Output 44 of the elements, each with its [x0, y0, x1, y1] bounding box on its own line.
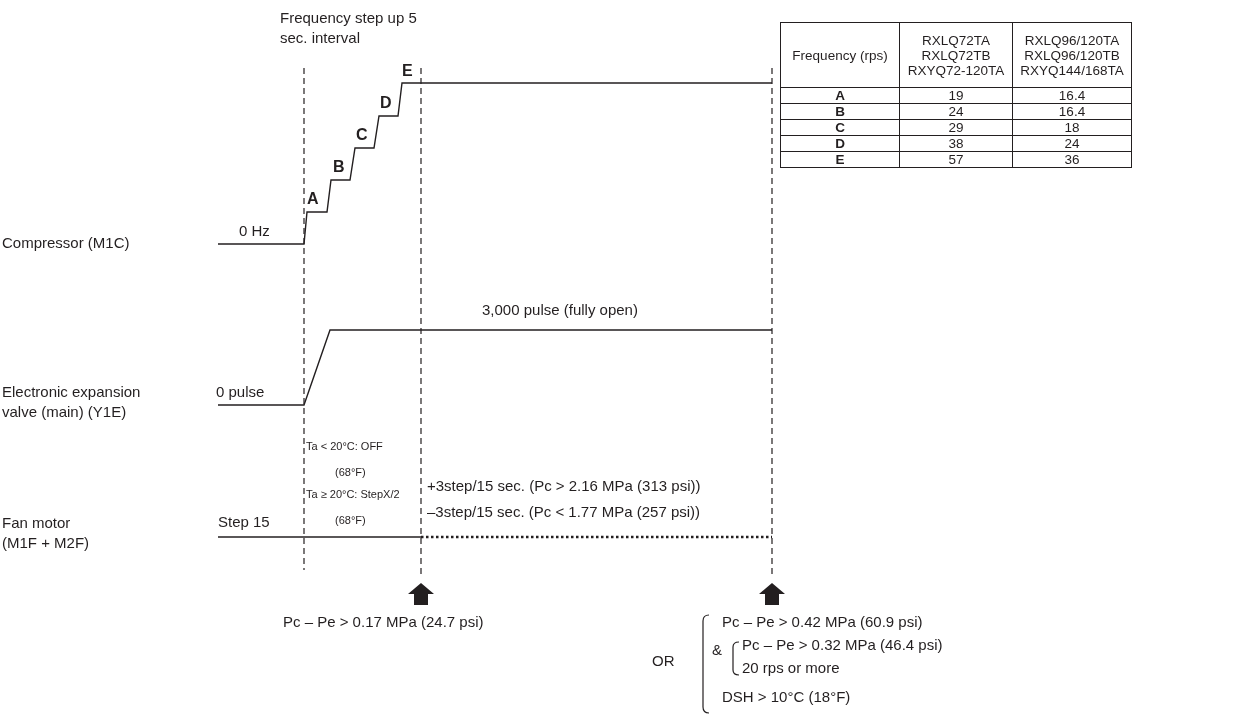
table-cell: 16.4 — [1012, 103, 1132, 120]
table-cell: A — [780, 87, 900, 104]
heading-note: Frequency step up 5 sec. interval — [280, 8, 418, 48]
step-label: E — [402, 61, 413, 81]
condition-text: (68°F) — [335, 514, 366, 527]
value-label: 0 Hz — [239, 221, 270, 241]
signal-name: Fan motor (M1F + M2F) — [2, 513, 91, 553]
condition-text: +3step/15 sec. (Pc > 2.16 MPa (313 psi)) — [427, 476, 701, 496]
step-label: D — [380, 93, 392, 113]
step-label: A — [307, 189, 319, 209]
condition-text: Ta < 20°C: OFF — [306, 440, 383, 453]
header-cell: Frequency (rps) — [780, 22, 900, 88]
table-cell: 16.4 — [1012, 87, 1132, 104]
logic-operator: & — [712, 640, 722, 660]
condition-text: 20 rps or more — [742, 658, 840, 678]
table-cell: 24 — [1012, 135, 1132, 152]
condition-text: –3step/15 sec. (Pc < 1.77 MPa (257 psi)) — [427, 502, 701, 522]
table-cell: 24 — [899, 103, 1013, 120]
header-cell: RXLQ72TA RXLQ72TB RXYQ72-120TA — [899, 22, 1013, 88]
condition-text: DSH > 10°C (18°F) — [722, 687, 851, 707]
table-cell: 38 — [899, 135, 1013, 152]
table-cell: 19 — [899, 87, 1013, 104]
header-cell: RXLQ96/120TA RXLQ96/120TB RXYQ144/168TA — [1012, 22, 1132, 88]
condition-text: Pc – Pe > 0.42 MPa (60.9 psi) — [722, 612, 923, 632]
condition-text: Ta ≥ 20°C: StepX/2 — [306, 488, 400, 501]
condition-text: Pc – Pe > 0.32 MPa (46.4 psi) — [742, 635, 943, 655]
table-cell: D — [780, 135, 900, 152]
step-label: C — [356, 125, 368, 145]
condition-text: (68°F) — [335, 466, 366, 479]
condition-text: Pc – Pe > 0.17 MPa (24.7 psi) — [283, 612, 484, 632]
table-cell: 18 — [1012, 119, 1132, 136]
signal-name: Electronic expansion valve (main) (Y1E) — [2, 382, 142, 422]
value-label: Step 15 — [218, 512, 270, 532]
value-label: 0 pulse — [216, 382, 265, 402]
table-cell: 36 — [1012, 151, 1132, 168]
table-cell: E — [780, 151, 900, 168]
table-cell: C — [780, 119, 900, 136]
table-cell: 29 — [899, 119, 1013, 136]
table-cell: B — [780, 103, 900, 120]
step-label: B — [333, 157, 345, 177]
logic-operator: OR — [652, 651, 675, 671]
table-cell: 57 — [899, 151, 1013, 168]
signal-name: Compressor (M1C) — [2, 233, 130, 253]
value-label: 3,000 pulse (fully open) — [482, 300, 638, 320]
